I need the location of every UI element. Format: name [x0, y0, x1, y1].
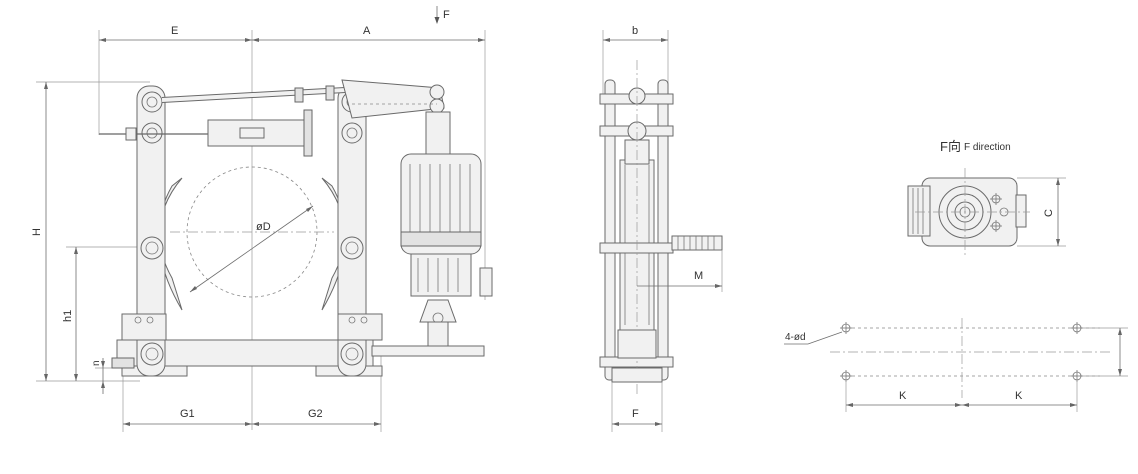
spring-nut — [303, 109, 313, 157]
dimension-f-bottom: F — [611, 382, 663, 432]
dimension-m: M — [637, 250, 723, 292]
label-n: n — [91, 360, 102, 366]
side-pins — [599, 60, 674, 395]
f-view-title-en: F direction — [964, 142, 1011, 153]
label-h1: h1 — [62, 310, 74, 322]
dimension-h: H — [31, 81, 150, 382]
pivots-left — [140, 91, 164, 366]
front-view: E A F H h1 — [31, 6, 493, 432]
label-f-arrow: F — [443, 9, 450, 21]
label-k-left: K — [899, 390, 907, 402]
side-shaft — [671, 235, 723, 251]
f-direction-arrow: F — [434, 6, 450, 24]
dimension-k: K K — [845, 380, 1078, 412]
mounting-hole-pattern: 4-ød K K — [784, 318, 1128, 412]
label-g1: G1 — [180, 408, 195, 420]
label-a: A — [363, 25, 371, 37]
dimension-g1-g2: G1 G2 — [122, 350, 382, 432]
thruster — [352, 103, 493, 357]
brake-arm-left — [136, 85, 166, 377]
label-m: M — [694, 270, 703, 282]
label-e: E — [171, 25, 178, 37]
f-view-title-cn: F向 — [940, 139, 961, 154]
label-c: C — [1043, 209, 1055, 217]
shoe-holder-left — [121, 313, 167, 341]
label-phi-d: øD — [256, 221, 271, 233]
side-view: b M — [599, 25, 723, 432]
label-b: b — [632, 25, 638, 37]
diameter-line — [189, 205, 314, 293]
label-k-right: K — [1015, 390, 1023, 402]
base-bracket-left — [111, 357, 135, 369]
label-g2: G2 — [308, 408, 323, 420]
rod-nut — [294, 87, 304, 103]
f-direction-view: F向 F direction C — [907, 139, 1066, 256]
dimension-h1: h1 — [62, 246, 150, 381]
dimension-c: C — [1017, 177, 1066, 247]
label-holes: 4-ød — [785, 332, 806, 343]
label-h: H — [31, 228, 43, 236]
label-f-bottom: F — [632, 408, 639, 420]
side-lower-bracket — [617, 329, 657, 359]
shoe-holder-right — [337, 313, 383, 341]
thruster-base — [371, 345, 485, 357]
